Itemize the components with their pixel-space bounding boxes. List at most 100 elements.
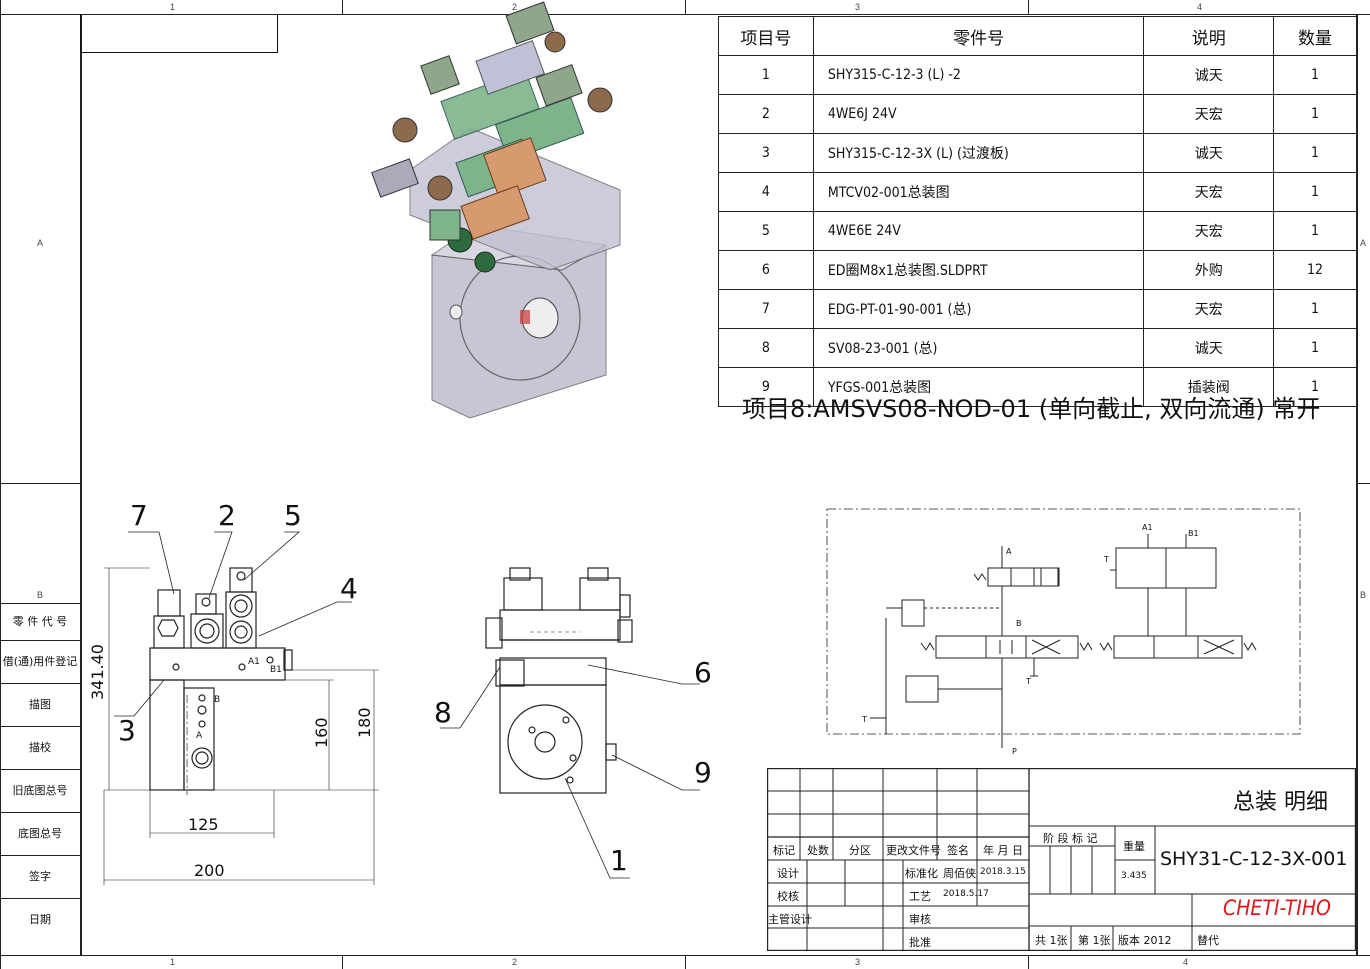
zone-label-bottom-2: 2 [512, 957, 518, 967]
manifold-port [449, 304, 463, 320]
bom-cell-part: ED圈M8x1总装图.SLDPRT [812, 250, 1145, 290]
bom-cell-desc: 天宏 [1143, 289, 1275, 329]
bom-cell-qty: 1 [1273, 94, 1357, 134]
bom-header-qty: 数量 [1273, 16, 1357, 56]
bom-header-part: 零件号 [812, 16, 1145, 56]
side-label-sign: 签字 [0, 856, 80, 899]
side-label-tracing: 描图 [0, 684, 80, 727]
bom-cell-item: 5 [718, 211, 814, 251]
side-manifold [499, 684, 607, 794]
tb-header-date: 年 月 日 [983, 844, 1023, 857]
front-plate [149, 647, 286, 681]
dim-200: 200 [194, 861, 225, 880]
bom-cell-item: 9 [718, 367, 814, 407]
frame-inner-left [80, 14, 82, 956]
bom-header-desc: 说明 [1143, 16, 1275, 56]
bom-cell-part: SV08-23-001 (总) [812, 328, 1145, 368]
schem-label-b: B [1016, 619, 1022, 628]
zone-label-right-b: B [1360, 590, 1367, 600]
side-label-trace-check: 描校 [0, 727, 80, 770]
bom-cell-desc: 天宏 [1143, 172, 1275, 212]
schem-label-t3: T [1103, 555, 1109, 564]
leader-7 [128, 531, 175, 595]
zone-label-top-3: 3 [855, 2, 861, 12]
leader-1 [564, 777, 630, 879]
tb-header-mark: 标记 [773, 844, 795, 857]
bom-cell-qty: 1 [1273, 55, 1357, 95]
bom-cell-qty: 1 [1273, 211, 1357, 251]
bom-cell-part: EDG-PT-01-90-001 (总) [812, 289, 1145, 329]
zone-tick [1028, 0, 1029, 14]
manifold-pin [520, 310, 530, 324]
leader-5 [243, 531, 301, 581]
valve-7-body [153, 615, 185, 649]
bom-cell-desc: 插装阀 [1143, 367, 1275, 407]
tb-date1: 2018.3.15 [980, 867, 1026, 877]
port-label-a1: A1 [248, 657, 260, 667]
manifold-block [431, 244, 607, 419]
zone-tick [342, 0, 343, 14]
bom-cell-qty: 1 [1273, 133, 1357, 173]
leader-4 [258, 601, 352, 637]
schem-label-a: A [1006, 547, 1012, 556]
schem-label-p: P [1012, 747, 1017, 756]
side-label-base-no: 底图总号 [0, 813, 80, 856]
frame-outer-left [0, 0, 1, 969]
zone-tick [685, 955, 686, 969]
front-block [149, 679, 185, 791]
callout-5: 5 [284, 499, 302, 532]
frame-right-divider [1356, 483, 1370, 484]
frame-inner-right [1356, 14, 1358, 956]
valve-5-top [229, 567, 253, 593]
tb-company: CHETI-TIHO [1223, 896, 1331, 920]
tb-header-count: 处数 [807, 844, 829, 857]
valve-7-top [157, 589, 181, 617]
zone-label-right-a: A [1360, 238, 1367, 248]
tb-title: 总装 明细 [1233, 790, 1328, 815]
isometric-assembly-view [371, 1, 621, 419]
bom-cell-item: 7 [718, 289, 814, 329]
bom-cell-qty: 1 [1273, 172, 1357, 212]
tb-stage-mark: 阶 段 标 记 [1043, 832, 1098, 845]
bom-cell-item: 2 [718, 94, 814, 134]
side-label-borrowed: 借(通)用件登记 [0, 641, 80, 684]
tb-replace: 替代 [1197, 934, 1219, 947]
bom-cell-item: 1 [718, 55, 814, 95]
schem-label-b1: B1 [1188, 529, 1199, 538]
callout-7: 7 [130, 499, 148, 532]
zone-label-top-1: 1 [170, 2, 176, 12]
valve-stack [371, 1, 613, 273]
bom-cell-qty: 12 [1273, 250, 1357, 290]
callout-2: 2 [218, 499, 236, 532]
tb-weight-label: 重量 [1123, 840, 1145, 853]
tb-process-label: 工艺 [909, 890, 931, 903]
zone-tick [685, 0, 686, 14]
bom-cell-desc: 天宏 [1143, 94, 1275, 134]
frame-top-border [0, 14, 1370, 15]
zone-tick [342, 955, 343, 969]
tb-header-zone: 分区 [849, 844, 871, 857]
valve-main-left [935, 635, 1079, 659]
tb-header-change-doc: 更改文件号 [886, 844, 941, 857]
tb-signer1: 周佰侠 [943, 867, 976, 880]
bom-cell-item: 6 [718, 250, 814, 290]
zone-label-bottom-3: 3 [855, 957, 861, 967]
zone-label-bottom-1: 1 [170, 957, 176, 967]
frame-left-divider [0, 483, 80, 484]
bom-cell-part: 4WE6E 24V [812, 211, 1145, 251]
bom-header-row: 项目号 零件号 说明 数量 [718, 16, 1357, 56]
schem-label-t2: T [861, 715, 867, 724]
zone-label-top-2: 2 [512, 2, 518, 12]
zone-tick [1028, 955, 1029, 969]
bom-cell-desc: 天宏 [1143, 211, 1275, 251]
tb-check-label: 校核 [777, 890, 799, 903]
relief-valve [901, 599, 925, 627]
leader-8 [440, 666, 501, 729]
